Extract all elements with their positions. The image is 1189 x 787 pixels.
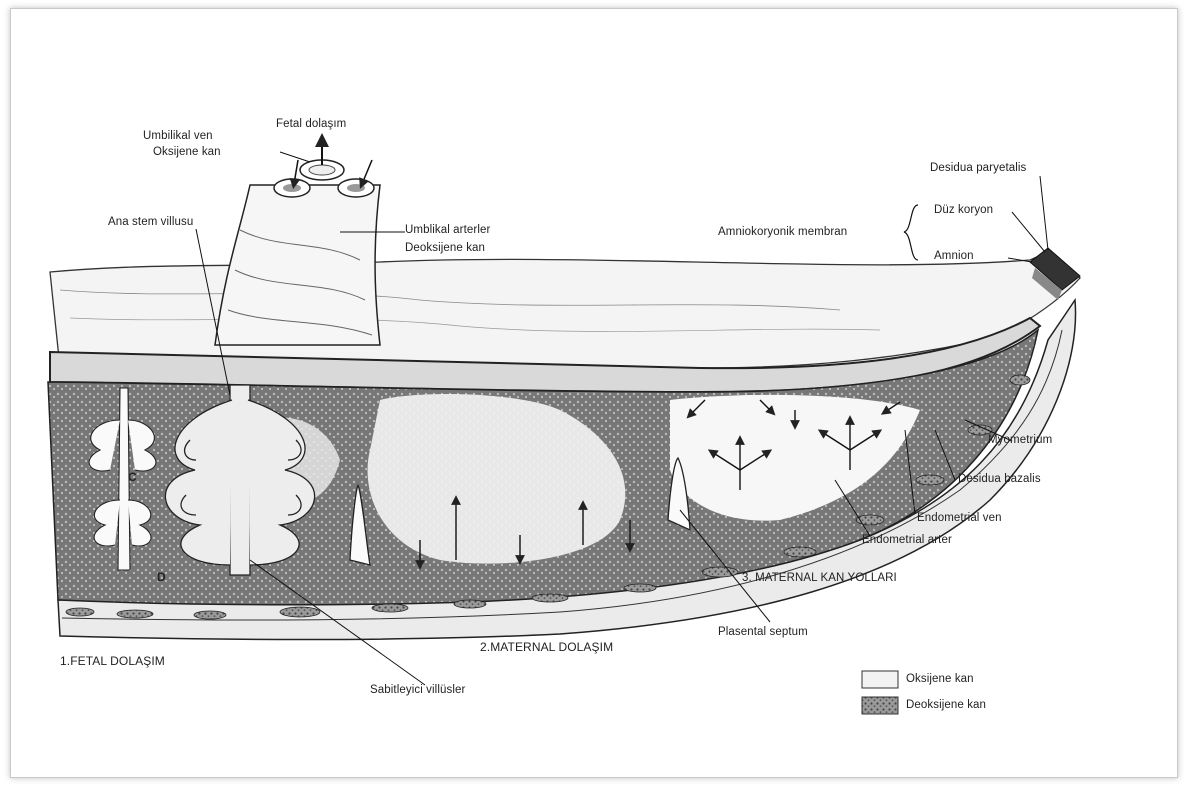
label-umblikal-arterler: Umblikal arterler <box>405 224 490 236</box>
label-umbilikal-ven: Umbilikal ven <box>143 130 213 142</box>
label-oksijene-kan: Oksijene kan <box>153 146 221 158</box>
label-fetal-dolasim-section: 1.FETAL DOLAŞIM <box>60 654 165 668</box>
legend-deoxygenated-swatch <box>862 697 898 714</box>
label-amnion: Amnion <box>934 250 974 262</box>
label-letter-c: C <box>128 470 137 484</box>
label-fetal-dolasim: Fetal dolaşım <box>276 118 346 130</box>
label-deoksijene-kan: Deoksijene kan <box>405 242 485 254</box>
umbilical-cord <box>215 185 380 345</box>
label-maternal-dolasim: 2.MATERNAL DOLAŞIM <box>480 640 613 654</box>
label-sabitleyici-villusler: Sabitleyici villüsler <box>370 684 465 696</box>
legend-deoxygenated-label: Deoksijene kan <box>906 699 986 711</box>
label-endometrial-ven: Endometrial ven <box>917 512 1002 524</box>
label-desidua-bazalis: Desidua bazalis <box>958 473 1041 485</box>
label-ana-stem-villusu: Ana stem villusu <box>108 216 193 228</box>
legend-oxygenated-swatch <box>862 671 898 688</box>
label-maternal-kan-yollari: 3. MATERNAL KAN YOLLARI <box>742 572 897 584</box>
label-desidua-paryetalis: Desidua paryetalis <box>930 162 1026 174</box>
label-duz-koryon: Düz koryon <box>934 204 993 216</box>
label-amniokoryonik-membran: Amniokoryonik membran <box>718 226 847 238</box>
legend-oxygenated-label: Oksijene kan <box>906 673 974 685</box>
label-letter-d: D <box>157 570 166 584</box>
label-plasental-septum: Plasental septum <box>718 626 808 638</box>
label-myometrium: Myometrium <box>988 434 1052 446</box>
label-endometrial-arter: Endometrial arter <box>862 534 952 546</box>
